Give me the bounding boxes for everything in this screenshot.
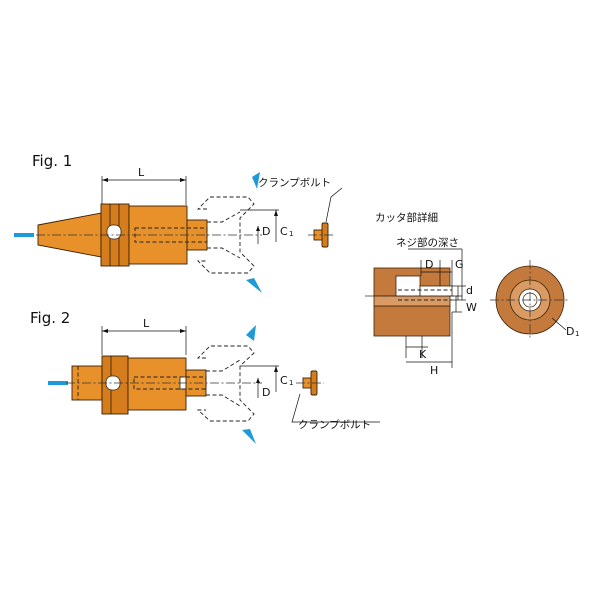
detail-thread-depth-label: ネジ部の深さ — [396, 236, 459, 249]
fig1-cutter-inner — [207, 211, 241, 259]
fig1-bolt-leader — [325, 187, 343, 223]
fig1-insert-top — [252, 172, 260, 189]
detail-face-view — [490, 260, 570, 340]
fig2-cutter-inner — [206, 359, 241, 407]
figure-2: Fig. 2 L D C — [30, 309, 380, 444]
detail-W-label: W — [466, 301, 477, 314]
fig2-C1-arrow — [274, 366, 278, 372]
fig1-C-sub: 1 — [289, 230, 293, 238]
detail-thread-bore — [419, 285, 453, 297]
fig1-cutter-outline — [196, 196, 255, 274]
fig2-D-label: D — [262, 386, 270, 399]
fig2-title: Fig. 2 — [30, 309, 70, 327]
fig2-insert-top — [246, 325, 256, 341]
detail-d-label: d — [466, 284, 473, 297]
fig2-C-label: C — [280, 374, 288, 387]
fig2-insert-bottom — [242, 429, 256, 444]
fig1-title: Fig. 1 — [32, 152, 72, 170]
fig1-D-arrow — [256, 226, 260, 231]
fig1-L-arrow-left — [102, 178, 108, 182]
fig1-C-label: C — [280, 225, 288, 238]
fig2-L-label: L — [143, 317, 150, 330]
fig2-main-body — [127, 357, 187, 411]
fig1-coolant-arrow — [14, 233, 34, 237]
fig1-D-label: D — [262, 225, 270, 238]
detail-D1-sub: 1 — [575, 330, 579, 338]
fig1-bolt-label: クランプボルト — [258, 177, 331, 189]
fig2-clamp-bolt — [296, 370, 324, 396]
fig2-C-sub: 1 — [289, 379, 293, 387]
fig2-bolt-leader — [291, 393, 380, 423]
detail-thread-pocket — [395, 275, 421, 297]
detail-section-lower — [373, 305, 451, 337]
detail-H-label: H — [430, 364, 438, 377]
fig1-C1-arrow — [274, 210, 278, 216]
fig1-L-arrow-right — [180, 178, 186, 182]
detail-K-label: K — [419, 348, 427, 361]
fig2-bolt-label: クランプボルト — [298, 419, 371, 431]
cutter-detail: カッタ部詳細 ネジ部の深さ D G d W K — [365, 211, 579, 377]
figure-1: Fig. 1 L D — [14, 152, 343, 293]
detail-G-label: G — [455, 258, 464, 271]
detail-D1-leader — [551, 317, 567, 331]
fig1-insert-bottom — [246, 278, 262, 293]
fig2-L-arrow-right — [180, 329, 186, 333]
detail-D-label: D — [425, 258, 433, 271]
fig2-D-arrow — [256, 378, 260, 383]
fig2-L-arrow-left — [102, 329, 108, 333]
fig2-cutter-outline — [196, 345, 255, 422]
fig2-coolant-arrow — [48, 381, 68, 385]
fig1-L-label: L — [138, 166, 145, 179]
detail-bore — [373, 295, 451, 307]
detail-title: カッタ部詳細 — [375, 211, 438, 224]
fig2-flange — [101, 355, 129, 415]
detail-D1-label: D — [566, 325, 574, 338]
fig1-clamp-bolt — [308, 222, 334, 248]
fig1-key-slot — [106, 224, 122, 240]
